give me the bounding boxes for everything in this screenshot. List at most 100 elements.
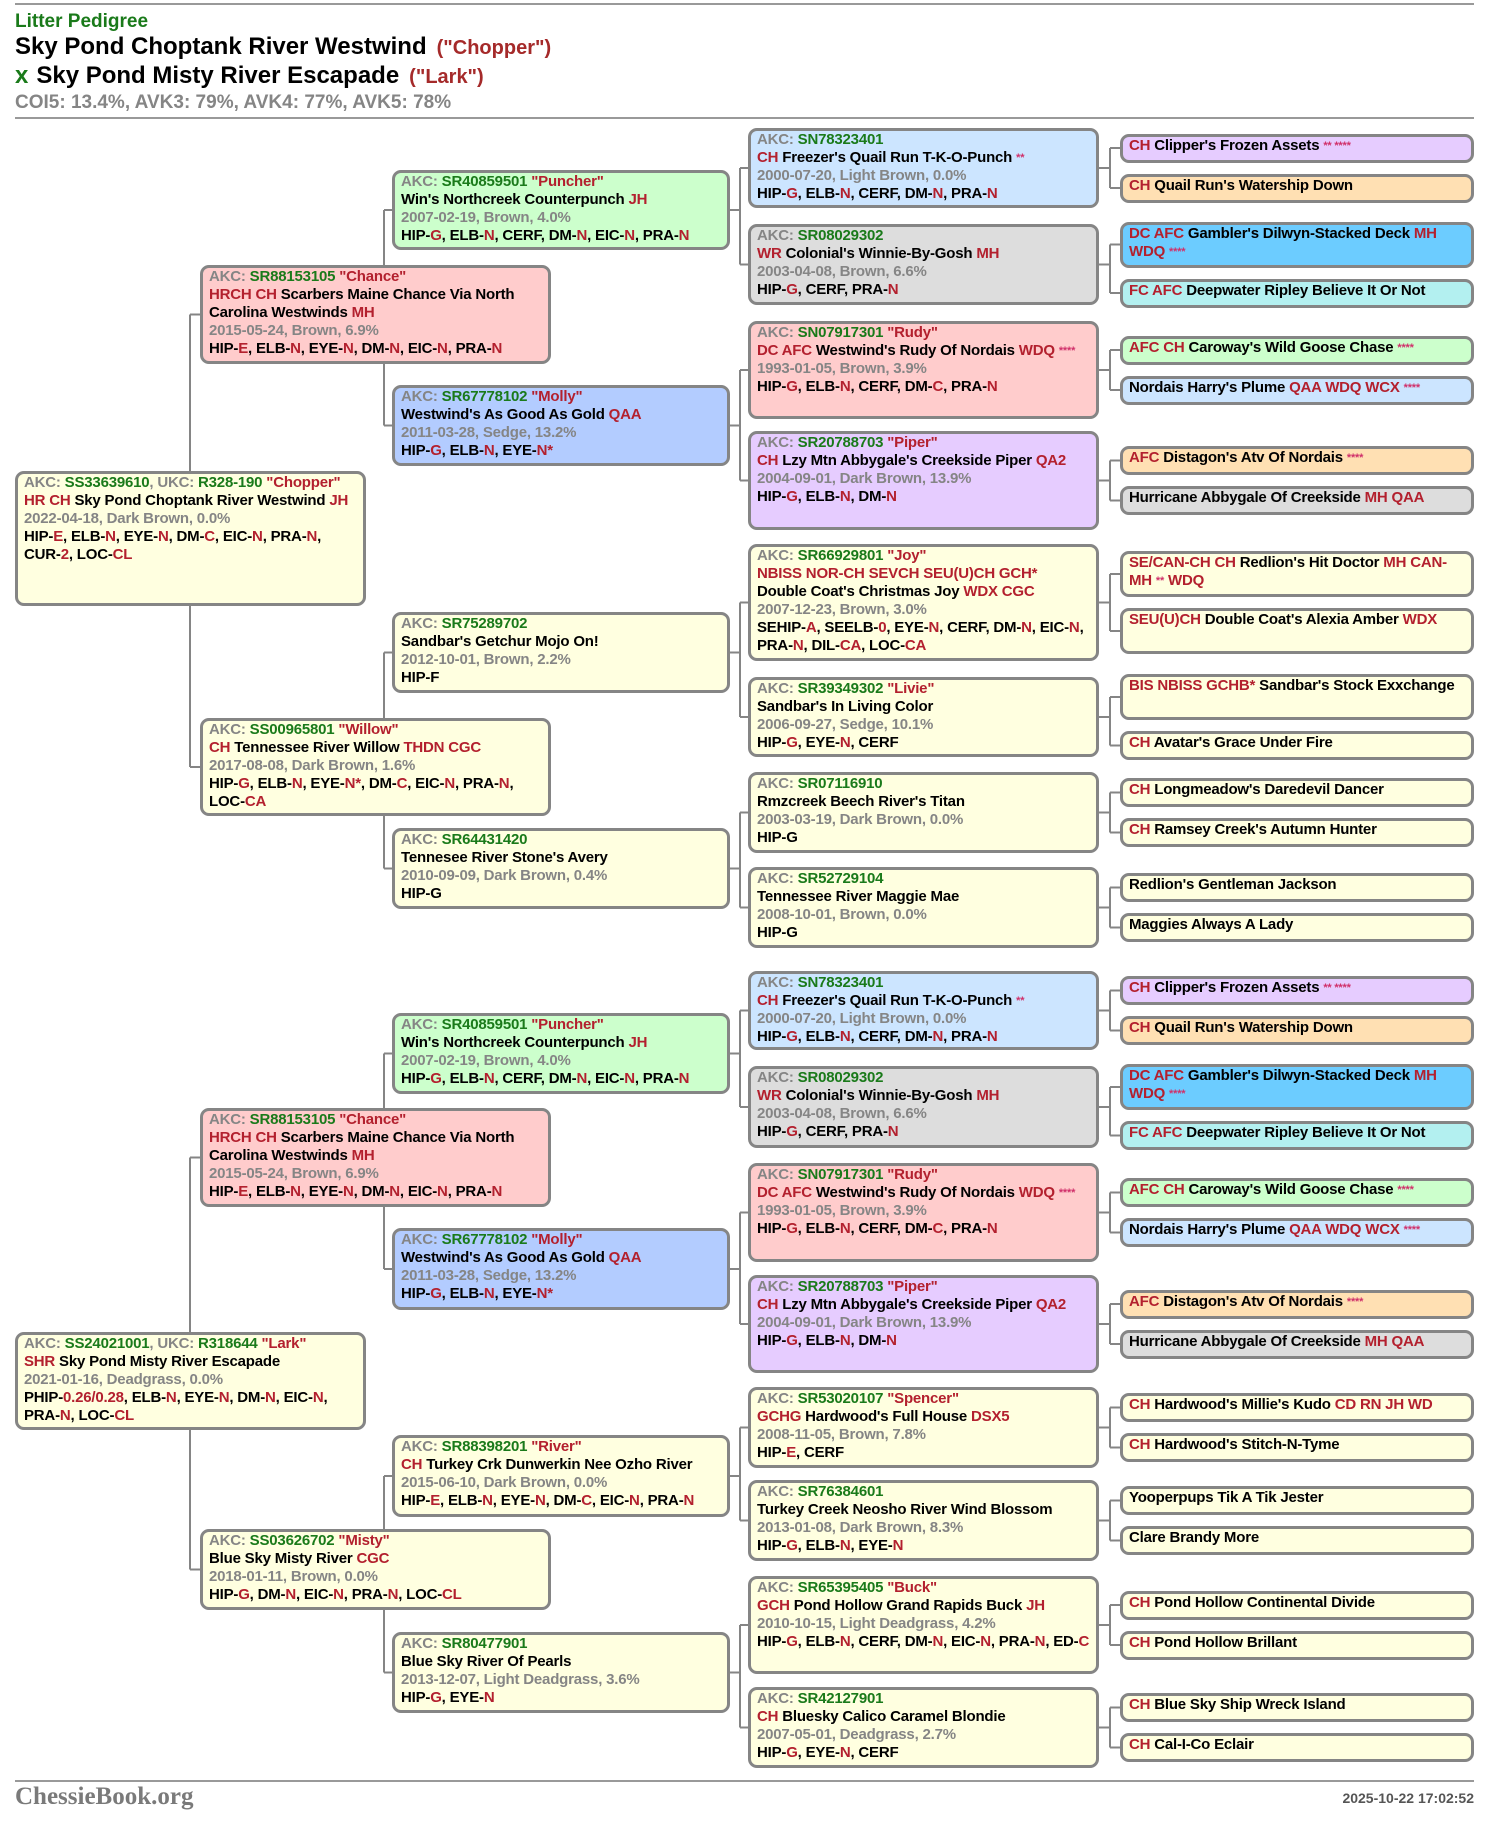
registered-name[interactable]: Westwind's As Good As Gold <box>401 406 605 423</box>
registered-name[interactable]: Turkey Creek Neosho River Wind Blossom <box>757 1501 1053 1518</box>
dog-card-hitdoctor[interactable]: SE/CAN-CH CH Redlion's Hit Doctor MH CAN… <box>1120 551 1474 597</box>
dog-card-stitch[interactable]: CH Hardwood's Stitch-N-Tyme <box>1120 1433 1474 1462</box>
dog-card-distagon[interactable]: AFC Distagon's Atv Of Nordais **** <box>1120 1289 1474 1319</box>
registered-name[interactable]: Colonial's Winnie-By-Gosh <box>785 1087 973 1104</box>
dog-card-clare[interactable]: Clare Brandy More <box>1120 1526 1474 1555</box>
registered-name[interactable]: Win's Northcreek Counterpunch <box>401 1034 625 1051</box>
registered-name[interactable]: Hurricane Abbygale Of Creekside <box>1129 1332 1361 1350</box>
dog-card-caroway[interactable]: AFC CH Caroway's Wild Goose Chase **** <box>1120 335 1474 365</box>
registered-name[interactable]: Tennessee River Willow <box>234 739 400 756</box>
registered-name[interactable]: Freezer's Quail Run T-K-O-Punch <box>782 992 1013 1009</box>
registered-name[interactable]: Hardwood's Full House <box>805 1408 968 1425</box>
dog-card-rudy[interactable]: AKC: SN07917301 RudyDC AFC Westwind's Ru… <box>748 321 1099 419</box>
registered-name[interactable]: Sandbar's In Living Color <box>757 698 934 715</box>
registered-name[interactable]: Hardwood's Millie's Kudo <box>1154 1396 1331 1413</box>
registered-name[interactable]: Sky Pond Misty River Escapade <box>59 1353 281 1370</box>
dog-card-molly[interactable]: AKC: SR67778102 MollyWestwind's As Good … <box>392 1228 730 1310</box>
registered-name[interactable]: Lzy Mtn Abbygale's Creekside Piper <box>782 452 1032 469</box>
dog-card-avatar[interactable]: CH Avatar's Grace Under Fire <box>1120 731 1474 760</box>
registered-name[interactable]: Hurricane Abbygale Of Creekside <box>1129 489 1361 506</box>
registered-name[interactable]: Scarbers Maine Chance Via North Carolina… <box>209 286 515 321</box>
registered-name[interactable]: Blue Sky Misty River <box>209 1550 353 1567</box>
dog-card-molly[interactable]: AKC: SR67778102 MollyWestwind's As Good … <box>392 385 730 466</box>
dog-card-yooper[interactable]: Yooperpups Tik A Tik Jester <box>1120 1486 1474 1515</box>
dog-card-piper[interactable]: AKC: SR20788703 PiperCH Lzy Mtn Abbygale… <box>748 431 1099 530</box>
registered-name[interactable]: Quail Run's Watership Down <box>1154 176 1353 194</box>
site-logo[interactable]: ChessieBook.org <box>15 1783 194 1810</box>
dog-card-chopper[interactable]: AKC: SS33639610, UKC: R328-190 ChopperHR… <box>15 471 366 606</box>
dog-card-gentleman[interactable]: Redlion's Gentleman Jackson <box>1120 873 1474 902</box>
registered-name[interactable]: Avatar's Grace Under Fire <box>1153 734 1333 751</box>
registered-name[interactable]: Colonial's Winnie-By-Gosh <box>785 245 973 262</box>
dog-card-spencer[interactable]: AKC: SR53020107 SpencerGCHG Hardwood's F… <box>748 1387 1099 1468</box>
registered-name[interactable]: Pond Hollow Grand Rapids Buck <box>793 1597 1023 1614</box>
registered-name[interactable]: Sandbar's Getchur Mojo On! <box>401 633 599 650</box>
dog-card-willow[interactable]: AKC: SS00965801 WillowCH Tennessee River… <box>200 718 551 816</box>
dog-card-quail[interactable]: CH Quail Run's Watership Down <box>1120 173 1474 203</box>
dog-card-maggies[interactable]: Maggies Always A Lady <box>1120 913 1474 942</box>
registered-name[interactable]: Hardwood's Stitch-N-Tyme <box>1154 1436 1340 1453</box>
registered-name[interactable]: Win's Northcreek Counterpunch <box>401 191 625 208</box>
dog-card-alexia[interactable]: SEU(U)CH Double Coat's Alexia Amber WDX <box>1120 608 1474 654</box>
dog-card-chance[interactable]: AKC: SR88153105 ChanceHRCH CH Scarbers M… <box>200 1108 551 1207</box>
registered-name[interactable]: Bluesky Calico Caramel Blondie <box>782 1708 1006 1725</box>
dog-card-puncher[interactable]: AKC: SR40859501 PuncherWin's Northcreek … <box>392 1013 730 1094</box>
registered-name[interactable]: Double Coat's Christmas Joy <box>757 583 960 600</box>
registered-name[interactable]: Distagon's Atv Of Nordais <box>1163 449 1343 466</box>
registered-name[interactable]: Rmzcreek Beech River's Titan <box>757 793 965 810</box>
dog-card-river[interactable]: AKC: SR88398201 RiverCH Turkey Crk Dunwe… <box>392 1435 730 1517</box>
registered-name[interactable]: Westwind's Rudy Of Nordais <box>815 1184 1015 1201</box>
dog-card-hurricane[interactable]: Hurricane Abbygale Of Creekside MH QAA <box>1120 1329 1474 1359</box>
registered-name[interactable]: Deepwater Ripley Believe It Or Not <box>1186 1124 1426 1141</box>
registered-name[interactable]: Distagon's Atv Of Nordais <box>1163 1292 1343 1310</box>
registered-name[interactable]: Sky Pond Choptank River Westwind <box>74 492 326 509</box>
dog-card-lark[interactable]: AKC: SS24021001, UKC: R318644 LarkSHR Sk… <box>15 1332 366 1430</box>
dog-card-shipwreck[interactable]: CH Blue Sky Ship Wreck Island <box>1120 1693 1474 1722</box>
registered-name[interactable]: Clare Brandy More <box>1129 1529 1259 1546</box>
dog-card-caroway[interactable]: AFC CH Caroway's Wild Goose Chase **** <box>1120 1178 1474 1207</box>
registered-name[interactable]: Nordais Harry's Plume <box>1129 1221 1286 1238</box>
dog-card-gambler[interactable]: DC AFC Gambler's Dilwyn-Stacked Deck MH … <box>1120 221 1474 268</box>
dog-card-puncher[interactable]: AKC: SR40859501 PuncherWin's Northcreek … <box>392 170 730 250</box>
dog-card-misty[interactable]: AKC: SS03626702 MistyBlue Sky Misty Rive… <box>200 1529 551 1610</box>
dog-card-ramsey[interactable]: CH Ramsey Creek's Autumn Hunter <box>1120 818 1474 847</box>
dam-name[interactable]: Sky Pond Misty River Escapade <box>36 62 400 89</box>
registered-name[interactable]: Lzy Mtn Abbygale's Creekside Piper <box>782 1296 1032 1313</box>
dog-card-chance[interactable]: AKC: SR88153105 ChanceHRCH CH Scarbers M… <box>200 265 551 364</box>
dog-card-rudy[interactable]: AKC: SN07917301 RudyDC AFC Westwind's Ru… <box>748 1163 1099 1262</box>
dog-card-distagon[interactable]: AFC Distagon's Atv Of Nordais **** <box>1120 446 1474 475</box>
registered-name[interactable]: Caroway's Wild Goose Chase <box>1188 338 1394 356</box>
registered-name[interactable]: Westwind's As Good As Gold <box>401 1249 605 1266</box>
dog-card-nordais[interactable]: Nordais Harry's Plume QAA WDQ WCX **** <box>1120 375 1474 405</box>
registered-name[interactable]: Westwind's Rudy Of Nordais <box>815 342 1015 359</box>
dog-card-clipper[interactable]: CH Clipper's Frozen Assets ** **** <box>1120 976 1474 1005</box>
dog-card-conti[interactable]: CH Pond Hollow Continental Divide <box>1120 1590 1474 1620</box>
dog-card-eclair[interactable]: CH Cal-I-Co Eclair <box>1120 1733 1474 1762</box>
registered-name[interactable]: Cal-I-Co Eclair <box>1154 1736 1254 1753</box>
registered-name[interactable]: Redlion's Hit Doctor <box>1239 554 1380 571</box>
registered-name[interactable]: Redlion's Gentleman Jackson <box>1129 876 1337 893</box>
registered-name[interactable]: Sandbar's Stock Exxchange <box>1259 677 1455 694</box>
registered-name[interactable]: Caroway's Wild Goose Chase <box>1188 1181 1394 1198</box>
registered-name[interactable]: Double Coat's Alexia Amber <box>1204 611 1399 628</box>
registered-name[interactable]: Tennessee River Maggie Mae <box>757 888 960 905</box>
registered-name[interactable]: Gambler's Dilwyn-Stacked Deck <box>1187 1067 1410 1084</box>
dog-card-buck[interactable]: AKC: SR65395405 BuckGCH Pond Hollow Gran… <box>748 1576 1099 1674</box>
registered-name[interactable]: Scarbers Maine Chance Via North Carolina… <box>209 1129 515 1164</box>
dog-card-nordais[interactable]: Nordais Harry's Plume QAA WDQ WCX **** <box>1120 1218 1474 1247</box>
registered-name[interactable]: Clipper's Frozen Assets <box>1154 136 1320 154</box>
registered-name[interactable]: Tennesee River Stone's Avery <box>401 849 608 866</box>
dog-card-longmeadow[interactable]: CH Longmeadow's Daredevil Dancer <box>1120 778 1474 807</box>
registered-name[interactable]: Pond Hollow Continental Divide <box>1154 1593 1375 1611</box>
registered-name[interactable]: Yooperpups Tik A Tik Jester <box>1129 1489 1324 1506</box>
dog-card-stock[interactable]: BIS NBISS GCHB* Sandbar's Stock Exxchang… <box>1120 674 1474 720</box>
